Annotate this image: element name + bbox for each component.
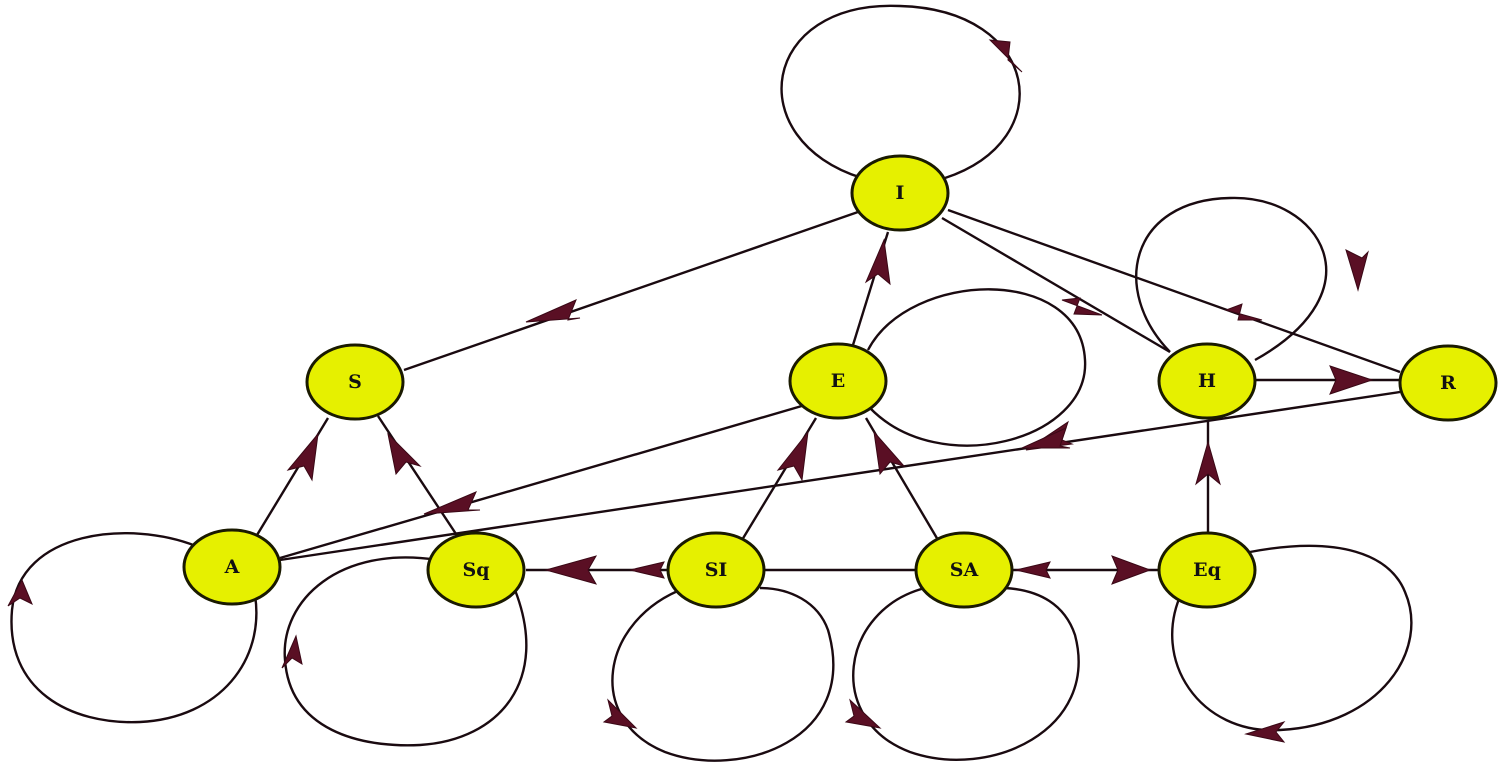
node-Eq-shape <box>1157 531 1257 609</box>
node-SI-label: SI <box>705 559 728 581</box>
arrowhead-H-R <box>1329 365 1374 395</box>
arrowhead-SA-Eq-2 <box>1015 561 1051 579</box>
arrowhead-R-E <box>1021 427 1071 449</box>
node-H: H <box>1157 342 1257 420</box>
node-Eq-label: Eq <box>1193 559 1221 581</box>
node-Sq-label: Sq <box>462 559 489 581</box>
arrowhead-H-H <box>1345 249 1369 292</box>
node-Sq: Sq <box>426 531 526 609</box>
arrowhead-Sq-Sq <box>281 634 303 669</box>
node-SA-shape <box>914 531 1014 609</box>
arrowhead-SA-SA <box>844 698 882 729</box>
arrowhead-SI-E <box>776 430 809 482</box>
edge-H-H <box>1135 196 1328 362</box>
node-Eq: Eq <box>1157 531 1257 609</box>
arrowhead-E-A <box>423 491 481 515</box>
node-S: S <box>305 343 405 421</box>
edge-I-I <box>780 4 1021 180</box>
edge-E-E <box>866 288 1087 447</box>
edge-SA-SA <box>852 586 1080 761</box>
node-A-shape <box>182 528 282 606</box>
arrowhead-Eq-Eq <box>1244 721 1286 743</box>
node-A: A <box>182 528 282 606</box>
edges-layer <box>10 4 1413 762</box>
edge-I-S <box>403 210 859 372</box>
arrowhead-SI-SI <box>602 698 638 729</box>
node-E-label: E <box>831 370 845 392</box>
edge-SI-SI <box>611 586 835 762</box>
edge-A-A <box>10 532 258 724</box>
arrowhead-I-S <box>525 299 581 323</box>
node-SA-label: SA <box>950 559 979 581</box>
arrowhead-SI-Sq-2 <box>629 561 665 579</box>
node-Sq-shape <box>426 531 526 609</box>
edge-I-H <box>941 216 1171 354</box>
edge-Sq-Sq <box>283 556 528 747</box>
node-I-label: I <box>896 182 905 204</box>
node-A-label: A <box>224 556 240 578</box>
arrowhead-SA-E <box>873 430 906 476</box>
node-S-label: S <box>348 371 362 393</box>
arrowhead-Eq-H <box>1195 440 1221 486</box>
node-S-shape <box>305 343 405 421</box>
nodes-layer: I S E H R A Sq SI <box>182 154 1498 609</box>
arrowhead-SA-Eq <box>1111 555 1152 585</box>
arrowhead-Sq-S <box>387 432 422 476</box>
node-R: R <box>1398 344 1498 422</box>
arrowhead-I-H <box>1061 297 1103 316</box>
node-SI-shape <box>666 531 766 609</box>
node-E-shape <box>788 342 888 420</box>
arrowhead-SI-Sq <box>544 555 598 585</box>
arrowhead-E-I <box>864 238 891 286</box>
edge-R-E <box>279 390 1401 562</box>
node-SI: SI <box>666 531 766 609</box>
arrowheads-layer <box>7 39 1374 743</box>
node-R-shape <box>1398 344 1498 422</box>
edge-I-R <box>947 208 1401 374</box>
edge-E-A <box>279 401 813 560</box>
arrowhead-A-S <box>286 432 319 482</box>
edge-Sq-S <box>376 415 462 541</box>
arrowhead-I-I <box>988 39 1023 73</box>
node-E: E <box>788 342 888 420</box>
node-R-label: R <box>1440 372 1456 394</box>
node-I: I <box>850 154 950 232</box>
node-I-shape <box>850 154 950 232</box>
arrowhead-A-A <box>7 578 33 607</box>
node-H-label: H <box>1198 370 1216 392</box>
arrowhead-I-R <box>1224 303 1263 321</box>
edge-Eq-Eq <box>1171 544 1413 732</box>
node-H-shape <box>1157 342 1257 420</box>
node-SA: SA <box>914 531 1014 609</box>
